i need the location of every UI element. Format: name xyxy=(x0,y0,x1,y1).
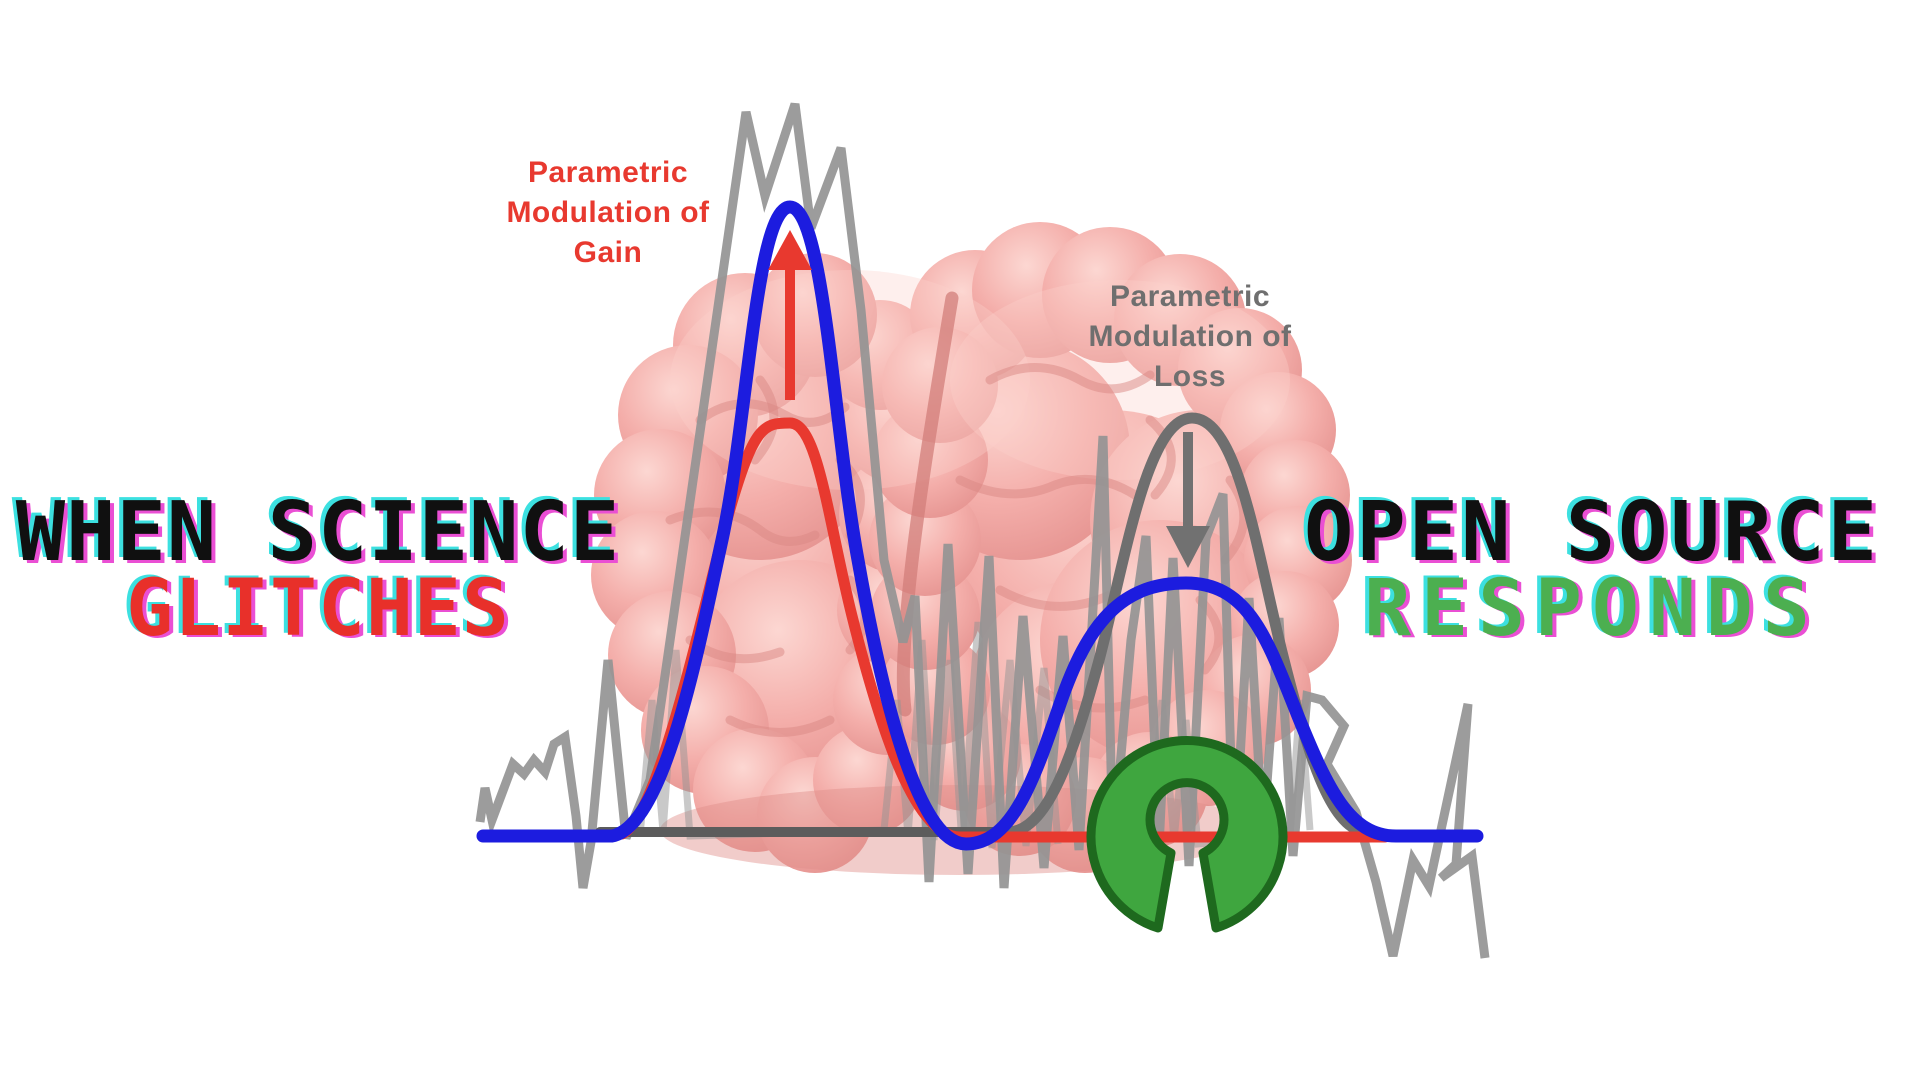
loss-annotation-line1: Parametric xyxy=(1109,280,1271,313)
blue-response-curve xyxy=(476,200,1484,851)
loss-down-arrow-icon xyxy=(1166,432,1210,568)
headline-when-science-glitches: WHEN SCIENCE GLITCHES xyxy=(0,485,648,654)
brain-fissure xyxy=(896,291,959,717)
headline-right-line2: RESPONDS xyxy=(1364,564,1820,654)
headline-open-source-responds: OPEN SOURCE RESPONDS xyxy=(1262,485,1920,654)
noisy-signal-secondary xyxy=(636,621,1062,849)
headline-left-line1: WHEN SCIENCE xyxy=(15,485,621,580)
noisy-signal-main xyxy=(475,102,1490,959)
gain-annotation-line1: Parametric xyxy=(527,156,689,189)
open-source-logo-icon xyxy=(1086,736,1288,933)
gain-up-arrow-icon xyxy=(768,230,812,400)
loss-annotation: Parametric Modulation of Loss xyxy=(1030,277,1350,397)
loss-annotation-line2: Modulation of xyxy=(1088,320,1292,353)
gain-annotation: Parametric Modulation of Gain xyxy=(448,153,768,273)
headline-left-line2: GLITCHES xyxy=(126,564,510,654)
headline-right-line1: OPEN SOURCE xyxy=(1303,485,1881,580)
gain-annotation-line3: Gain xyxy=(573,236,643,269)
gain-annotation-line2: Modulation of xyxy=(506,196,710,229)
loss-annotation-line3: Loss xyxy=(1153,360,1227,393)
